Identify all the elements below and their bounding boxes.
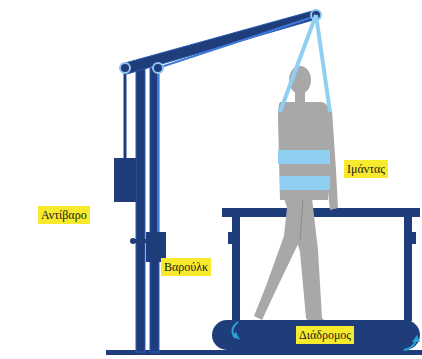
leg-line <box>300 200 303 240</box>
pulley <box>153 63 163 73</box>
boom <box>125 10 320 74</box>
post <box>136 68 145 352</box>
frame-clamp <box>228 232 234 244</box>
cable <box>157 68 159 232</box>
part-label: Βαρούλκ <box>161 258 211 276</box>
frame-clamp <box>410 232 416 244</box>
cable <box>158 16 316 68</box>
post <box>150 68 159 352</box>
counterweight <box>114 158 136 202</box>
winch-handle <box>130 238 136 244</box>
treadmill-belt <box>212 320 420 350</box>
pulley <box>120 63 130 73</box>
harness <box>280 176 330 190</box>
part-label: Αντίβαρο <box>38 206 90 224</box>
harness <box>278 150 330 164</box>
part-label: Διάδρομος <box>296 326 354 344</box>
arrowhead <box>232 332 240 340</box>
patient <box>254 66 338 328</box>
strap <box>280 15 316 112</box>
strap <box>316 15 330 112</box>
part-label: Ιμάντας <box>344 160 388 178</box>
handrail <box>222 208 420 217</box>
cable <box>124 68 127 160</box>
arrowhead <box>412 335 420 342</box>
